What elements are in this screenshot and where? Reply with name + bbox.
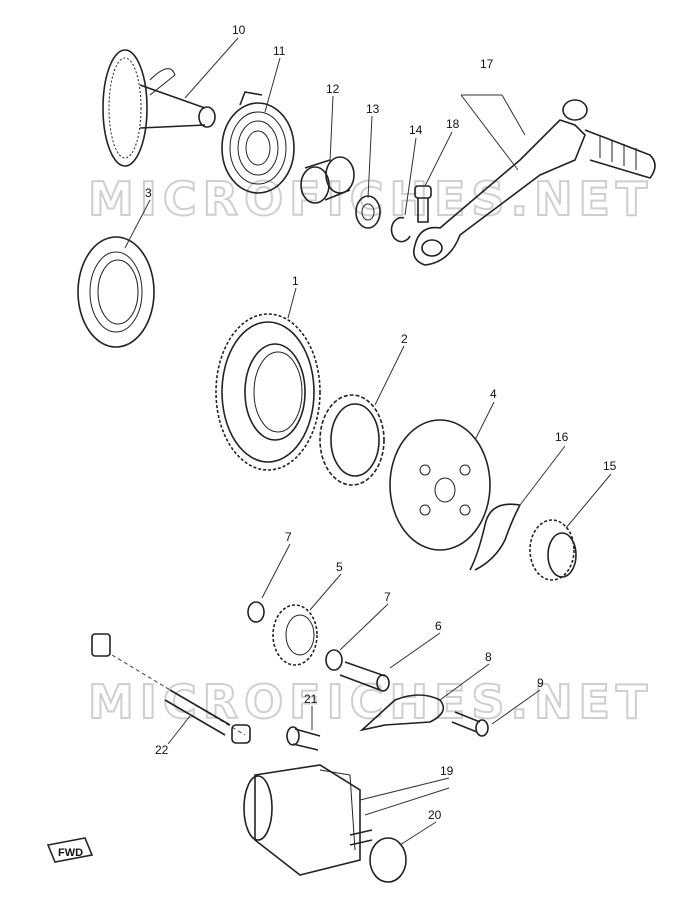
part-7-washer-upper	[247, 601, 265, 623]
callout-labels: 10 11 12 13 14 18 17 3 1 2 4 16 15 7 5 7…	[145, 23, 617, 822]
part-5-idler-gear	[272, 604, 318, 666]
part-7-washer-lower	[325, 649, 343, 671]
part-9-bolt	[451, 711, 489, 737]
part-10-kick-gear-shaft	[102, 49, 216, 167]
callout-8: 8	[485, 650, 492, 664]
part-11-kick-spring	[221, 91, 295, 194]
part-6-shaft	[339, 661, 390, 692]
part-16-snap-ring	[469, 503, 521, 571]
leader-lines	[124, 37, 612, 846]
part-12-bushing	[300, 156, 355, 204]
callout-12: 12	[326, 82, 340, 96]
callout-21: 21	[304, 692, 318, 706]
part-18-bolt	[414, 185, 432, 223]
part-21-bolt	[286, 726, 321, 751]
callout-19: 19	[440, 764, 454, 778]
callout-5: 5	[336, 560, 343, 574]
part-22-bolt	[91, 633, 251, 744]
callout-13: 13	[366, 102, 380, 116]
callout-1: 1	[292, 274, 299, 288]
callout-17: 17	[480, 57, 494, 71]
callout-7-upper: 7	[285, 530, 292, 544]
callout-18: 18	[446, 117, 460, 131]
callout-6: 6	[435, 619, 442, 633]
callout-9: 9	[537, 676, 544, 690]
callout-10: 10	[232, 23, 246, 37]
part-17-kick-crank	[412, 99, 656, 266]
part-2-clutch-bearing	[319, 394, 385, 486]
callout-14: 14	[409, 123, 423, 137]
callout-11: 11	[273, 44, 286, 58]
part-1-ring-gear	[215, 313, 321, 471]
fwd-indicator: FWD	[46, 837, 94, 863]
callout-3: 3	[145, 186, 152, 200]
part-4-clutch-plate	[389, 419, 491, 551]
callout-16: 16	[555, 430, 569, 444]
part-20-o-ring	[369, 837, 407, 883]
part-3-seal	[77, 236, 155, 348]
callout-7-lower: 7	[384, 590, 391, 604]
callout-15: 15	[603, 459, 617, 473]
callout-20: 20	[428, 808, 442, 822]
part-15-pinion-gear	[529, 519, 577, 581]
watermark-top: MICROFICHES.NET	[88, 172, 653, 226]
part-14-circlip	[390, 216, 411, 243]
part-19-starter-motor	[243, 764, 373, 876]
callout-22: 22	[155, 743, 169, 757]
fwd-label: FWD	[58, 847, 83, 859]
callout-2: 2	[401, 332, 408, 346]
watermark-bottom: MICROFICHES.NET	[88, 675, 653, 729]
callout-4: 4	[490, 387, 497, 401]
